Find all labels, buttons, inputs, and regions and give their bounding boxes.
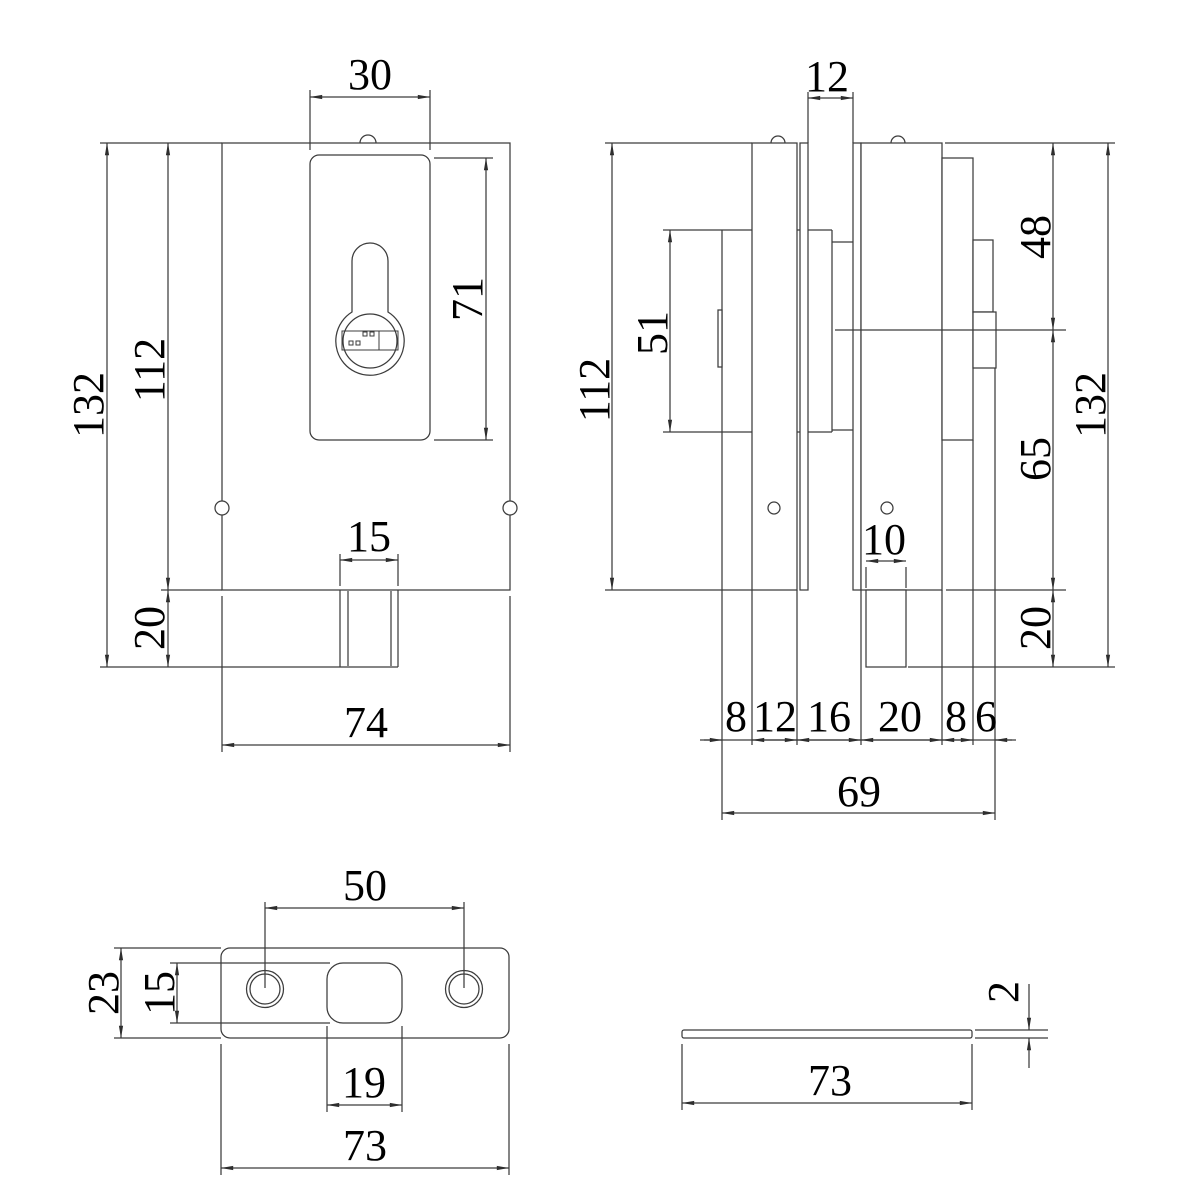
dim-cover-thickness-label: 2: [979, 981, 1028, 1003]
latch-bolt-side: [865, 589, 907, 668]
dim-front-plate-height-label: 112: [125, 338, 174, 402]
front-view: 30 71 112 132 20 15 74: [64, 50, 518, 752]
key-pin: [348, 340, 354, 346]
side-view: 12 112 51 48 65 20 132 10 8 12 16 20 8 6…: [570, 52, 1115, 820]
dim-case-height-label: 51: [628, 311, 677, 355]
key-slot: [341, 330, 399, 351]
dim-slot-width-label: 19: [342, 1058, 386, 1107]
gasket-plate-right: [852, 142, 862, 591]
key-pin: [355, 340, 361, 346]
dim-hole-spacing-label: 50: [343, 861, 387, 910]
front-view-dimensions: 30 71 112 132 20 15 74: [64, 50, 511, 752]
dim-escutcheon-width-label: 30: [348, 50, 392, 99]
dim-stack-3-label: 16: [807, 692, 851, 741]
gasket-plate-left: [799, 142, 809, 591]
cylinder-profile-round: [972, 311, 997, 369]
dim-side-overall-height-label: 132: [1066, 372, 1115, 438]
dim-front-bolt-throw-label: 20: [125, 606, 174, 650]
key-pin: [362, 331, 368, 337]
cover-view-dimensions: 2 73: [681, 981, 1048, 1110]
dim-overall-depth-label: 69: [837, 767, 881, 816]
dim-cover-width-label: 73: [808, 1056, 852, 1105]
dim-stack-4-label: 20: [878, 692, 922, 741]
side-view-dimensions: 12 112 51 48 65 20 132 10 8 12 16 20 8 6…: [570, 52, 1115, 820]
dim-stack-1-label: 8: [725, 692, 747, 741]
key-pin: [369, 331, 375, 337]
escutcheon-bump-left: [770, 135, 786, 144]
screw-hole-right-side: [880, 501, 894, 515]
cylinder-inner-ring: [342, 313, 398, 369]
strike-plate-view: 50 23 15 19 73: [79, 861, 510, 1175]
latch-opening: [326, 962, 403, 1024]
dim-side-bolt-throw-label: 20: [1011, 606, 1060, 650]
dim-slot-height-label: 15: [135, 971, 184, 1015]
dim-bolt-width-label: 15: [347, 512, 391, 561]
dim-escutcheon-height-label: 71: [443, 277, 492, 321]
dim-top-to-axis-label: 48: [1011, 215, 1060, 259]
screw-hole-left-side: [767, 501, 781, 515]
clamp-screw-hole-right: [502, 500, 518, 516]
back-escutcheon-side: [941, 157, 974, 441]
escutcheon-left-side: [751, 142, 798, 591]
escutcheon-right-side: [860, 142, 943, 591]
latch-bolt: [339, 590, 399, 668]
dim-stack-5-label: 8: [945, 692, 967, 741]
escutcheon-bump-right: [890, 135, 906, 144]
escutcheon-bump: [359, 134, 377, 144]
dim-side-plate-height-label: 112: [570, 358, 619, 422]
cover-plate-view: 2 73: [681, 981, 1048, 1110]
clamp-screw-hole-left: [214, 500, 230, 516]
dim-axis-to-bottom-label: 65: [1011, 437, 1060, 481]
cover-plate-outline: [681, 1029, 973, 1039]
dim-stack-2-label: 12: [753, 692, 797, 741]
latch-faceplate-left: [717, 309, 723, 368]
dim-bolt-depth-label: 10: [862, 515, 906, 564]
dim-strike-height-label: 23: [79, 971, 128, 1015]
dim-front-overall-height-label: 132: [64, 372, 113, 438]
strike-view-dimensions: 50 23 15 19 73: [79, 861, 510, 1175]
dim-glass-gap-label: 12: [805, 52, 849, 101]
dim-stack-6-label: 6: [975, 692, 997, 741]
cylinder-profile-upper: [972, 239, 994, 313]
dim-body-width-label: 74: [344, 698, 388, 747]
dim-strike-width-label: 73: [343, 1121, 387, 1170]
